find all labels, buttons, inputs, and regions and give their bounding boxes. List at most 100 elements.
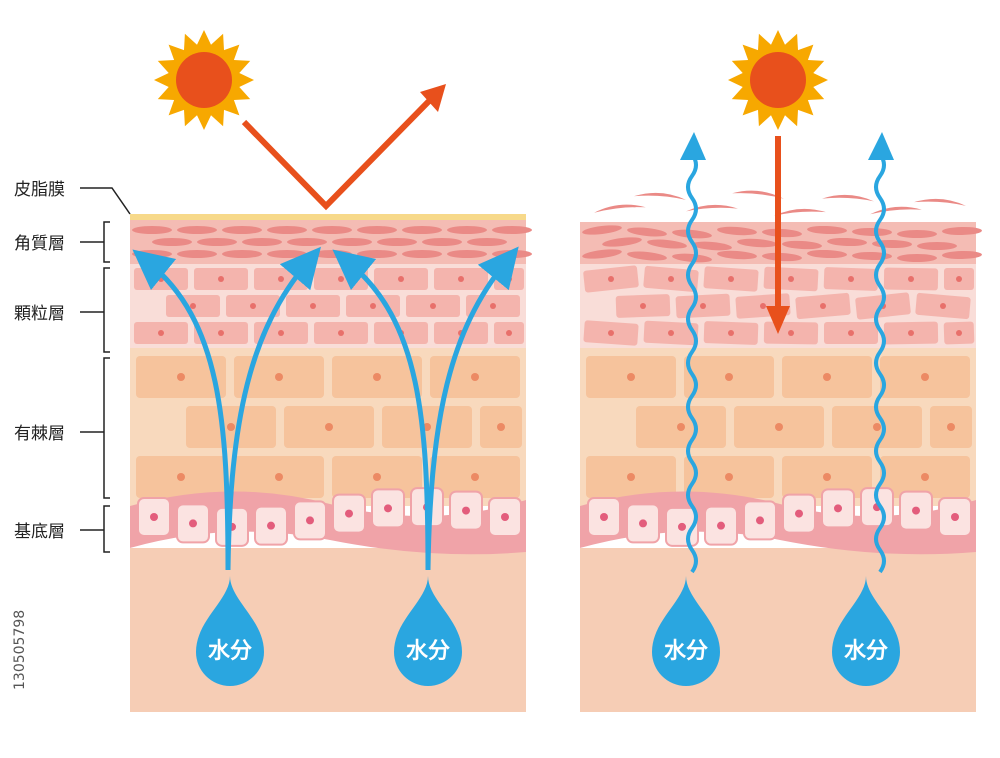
cell-nucleus [278,276,284,282]
label-stratum-spinosum: 有棘層 [14,424,65,444]
cell-nucleus [795,509,803,518]
cell-nucleus [423,423,431,431]
label-stratum-corneum: 角質層 [14,234,65,254]
flaking-scales [594,190,966,216]
cell-nucleus [956,276,962,282]
corneum-cell [782,240,822,250]
corneum-cell [312,226,352,234]
corneum-cell [402,226,442,234]
cell-nucleus [600,513,608,521]
corneum-cell [357,226,397,234]
corneum-cells-left [132,226,532,258]
corneum-cell [602,237,642,247]
cell-nucleus [700,303,706,309]
cell-nucleus [639,519,647,528]
cell-nucleus [823,473,831,481]
cell-nucleus [506,330,512,336]
sun-core [176,52,232,108]
flake-scale [634,192,686,200]
flake-scale [686,204,738,212]
sun-icon [728,30,828,130]
corneum-cell [402,250,442,258]
uv-arrow-head [766,306,790,334]
cell-nucleus [462,506,470,515]
cell-nucleus [490,303,496,309]
corneum-cell [132,226,172,234]
sebum-film-left [130,214,526,220]
corneum-cell [897,254,937,262]
cell-nucleus [668,330,674,336]
water-wavy-arrow [874,152,886,574]
corneum-cell [152,238,192,246]
cell-nucleus [956,330,962,336]
corneum-cell [377,238,417,246]
label-stratum-basale: 基底層 [14,522,65,542]
corneum-cell [582,225,622,235]
cell-nucleus [158,330,164,336]
cell-nucleus [725,373,733,381]
cell-nucleus [848,276,854,282]
cell-nucleus [668,276,674,282]
label-stratum-granulosum: 顆粒層 [14,304,65,324]
cell-nucleus [189,519,197,528]
cell-nucleus [310,303,316,309]
flake-scale [870,206,922,215]
cell-nucleus [227,423,235,431]
cell-nucleus [370,303,376,309]
cell-nucleus [760,303,766,309]
corneum-cell [827,237,867,247]
water-drop-icon: 水分 [832,576,900,686]
corneum-cell [242,238,282,246]
flake-scale [732,190,784,199]
cell-nucleus [908,330,914,336]
cell-nucleus [677,423,685,431]
cell-nucleus [756,516,764,525]
cell-nucleus [250,303,256,309]
corneum-cell [717,250,757,260]
cell-nucleus [345,509,353,518]
cell-nucleus [951,513,959,521]
cell-nucleus [177,473,185,481]
cell-nucleus [921,373,929,381]
corneum-cell [222,250,262,258]
water-label: 水分 [844,639,888,664]
cell-nucleus [150,513,158,521]
uv-arrow-head [420,84,446,112]
cell-nucleus [640,303,646,309]
water-drop-icon: 水分 [394,576,462,686]
corneum-cell [447,226,487,234]
cell-nucleus [218,330,224,336]
cell-nucleus [398,276,404,282]
dry-skin-panel: 水分 水分 [580,30,982,712]
layer-labels [80,187,131,553]
corneum-cell [267,226,307,234]
cell-nucleus [728,330,734,336]
water-label: 水分 [664,639,708,664]
corneum-cell [647,239,687,249]
cell-nucleus [940,303,946,309]
corneum-cell [222,226,262,234]
cell-nucleus [912,506,920,515]
uv-arrow-reflected [241,95,435,211]
cell-nucleus [728,276,734,282]
cell-nucleus [430,303,436,309]
water-label: 水分 [208,639,252,664]
cell-nucleus [177,373,185,381]
corneum-cell [762,252,802,262]
corneum-cell [422,238,462,246]
cell-nucleus [788,330,794,336]
corneum-cell [897,230,937,238]
corneum-cell [762,228,802,238]
corneum-cell [582,249,622,259]
corneum-cell [357,250,397,258]
cell-nucleus [820,303,826,309]
cell-nucleus [627,373,635,381]
water-drop-icon: 水分 [652,576,720,686]
corneum-cell [692,241,732,251]
corneum-cell [917,242,957,250]
cell-nucleus [725,473,733,481]
label-sebum: 皮脂膜 [14,180,65,200]
cell-nucleus [506,276,512,282]
cell-nucleus [608,276,614,282]
